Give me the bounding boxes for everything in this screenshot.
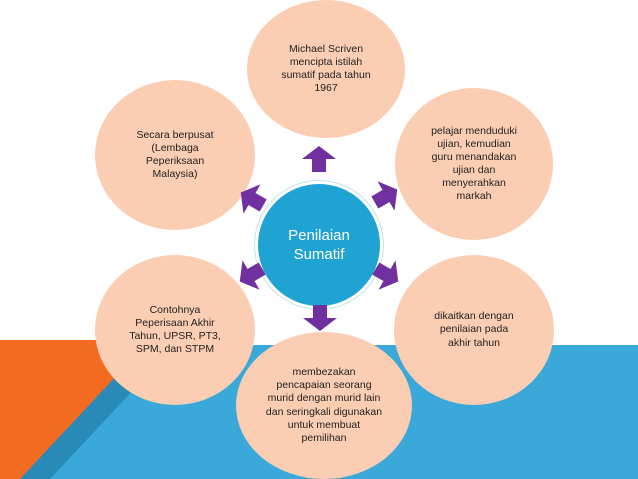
arrow-down-right-icon <box>372 260 399 290</box>
arrow-up-right-icon <box>371 181 398 211</box>
node-bottom-right: dikaitkan dengan penilaian pada akhir ta… <box>394 255 554 405</box>
arrow-up-icon <box>302 146 336 172</box>
arrow-down-left-icon <box>239 260 266 290</box>
arrow-down-icon <box>303 305 337 331</box>
node-top-label: Michael Scriven mencipta istilah sumatif… <box>281 42 371 95</box>
node-top: Michael Scriven mencipta istilah sumatif… <box>247 0 405 138</box>
node-bottom: membezakan pencapaian seorang murid deng… <box>236 332 412 479</box>
node-bottom-right-label: dikaitkan dengan penilaian pada akhir ta… <box>434 310 514 349</box>
node-top-right-label: pelajar menduduki ujian, kemudian guru m… <box>431 124 517 203</box>
node-top-right: pelajar menduduki ujian, kemudian guru m… <box>395 88 553 240</box>
node-top-left: Secara berpusat (Lembaga Peperiksaan Mal… <box>95 80 255 230</box>
arrow-up-left-icon <box>240 184 267 214</box>
node-bottom-left: Contohnya Peperisaan Akhir Tahun, UPSR, … <box>95 255 255 405</box>
node-bottom-label: membezakan pencapaian seorang murid deng… <box>265 366 383 444</box>
node-top-left-label: Secara berpusat (Lembaga Peperiksaan Mal… <box>136 128 214 181</box>
node-bottom-left-label: Contohnya Peperisaan Akhir Tahun, UPSR, … <box>129 303 221 356</box>
center-node: Penilaian Sumatif <box>255 181 383 309</box>
center-node-label: Penilaian Sumatif <box>288 226 350 264</box>
